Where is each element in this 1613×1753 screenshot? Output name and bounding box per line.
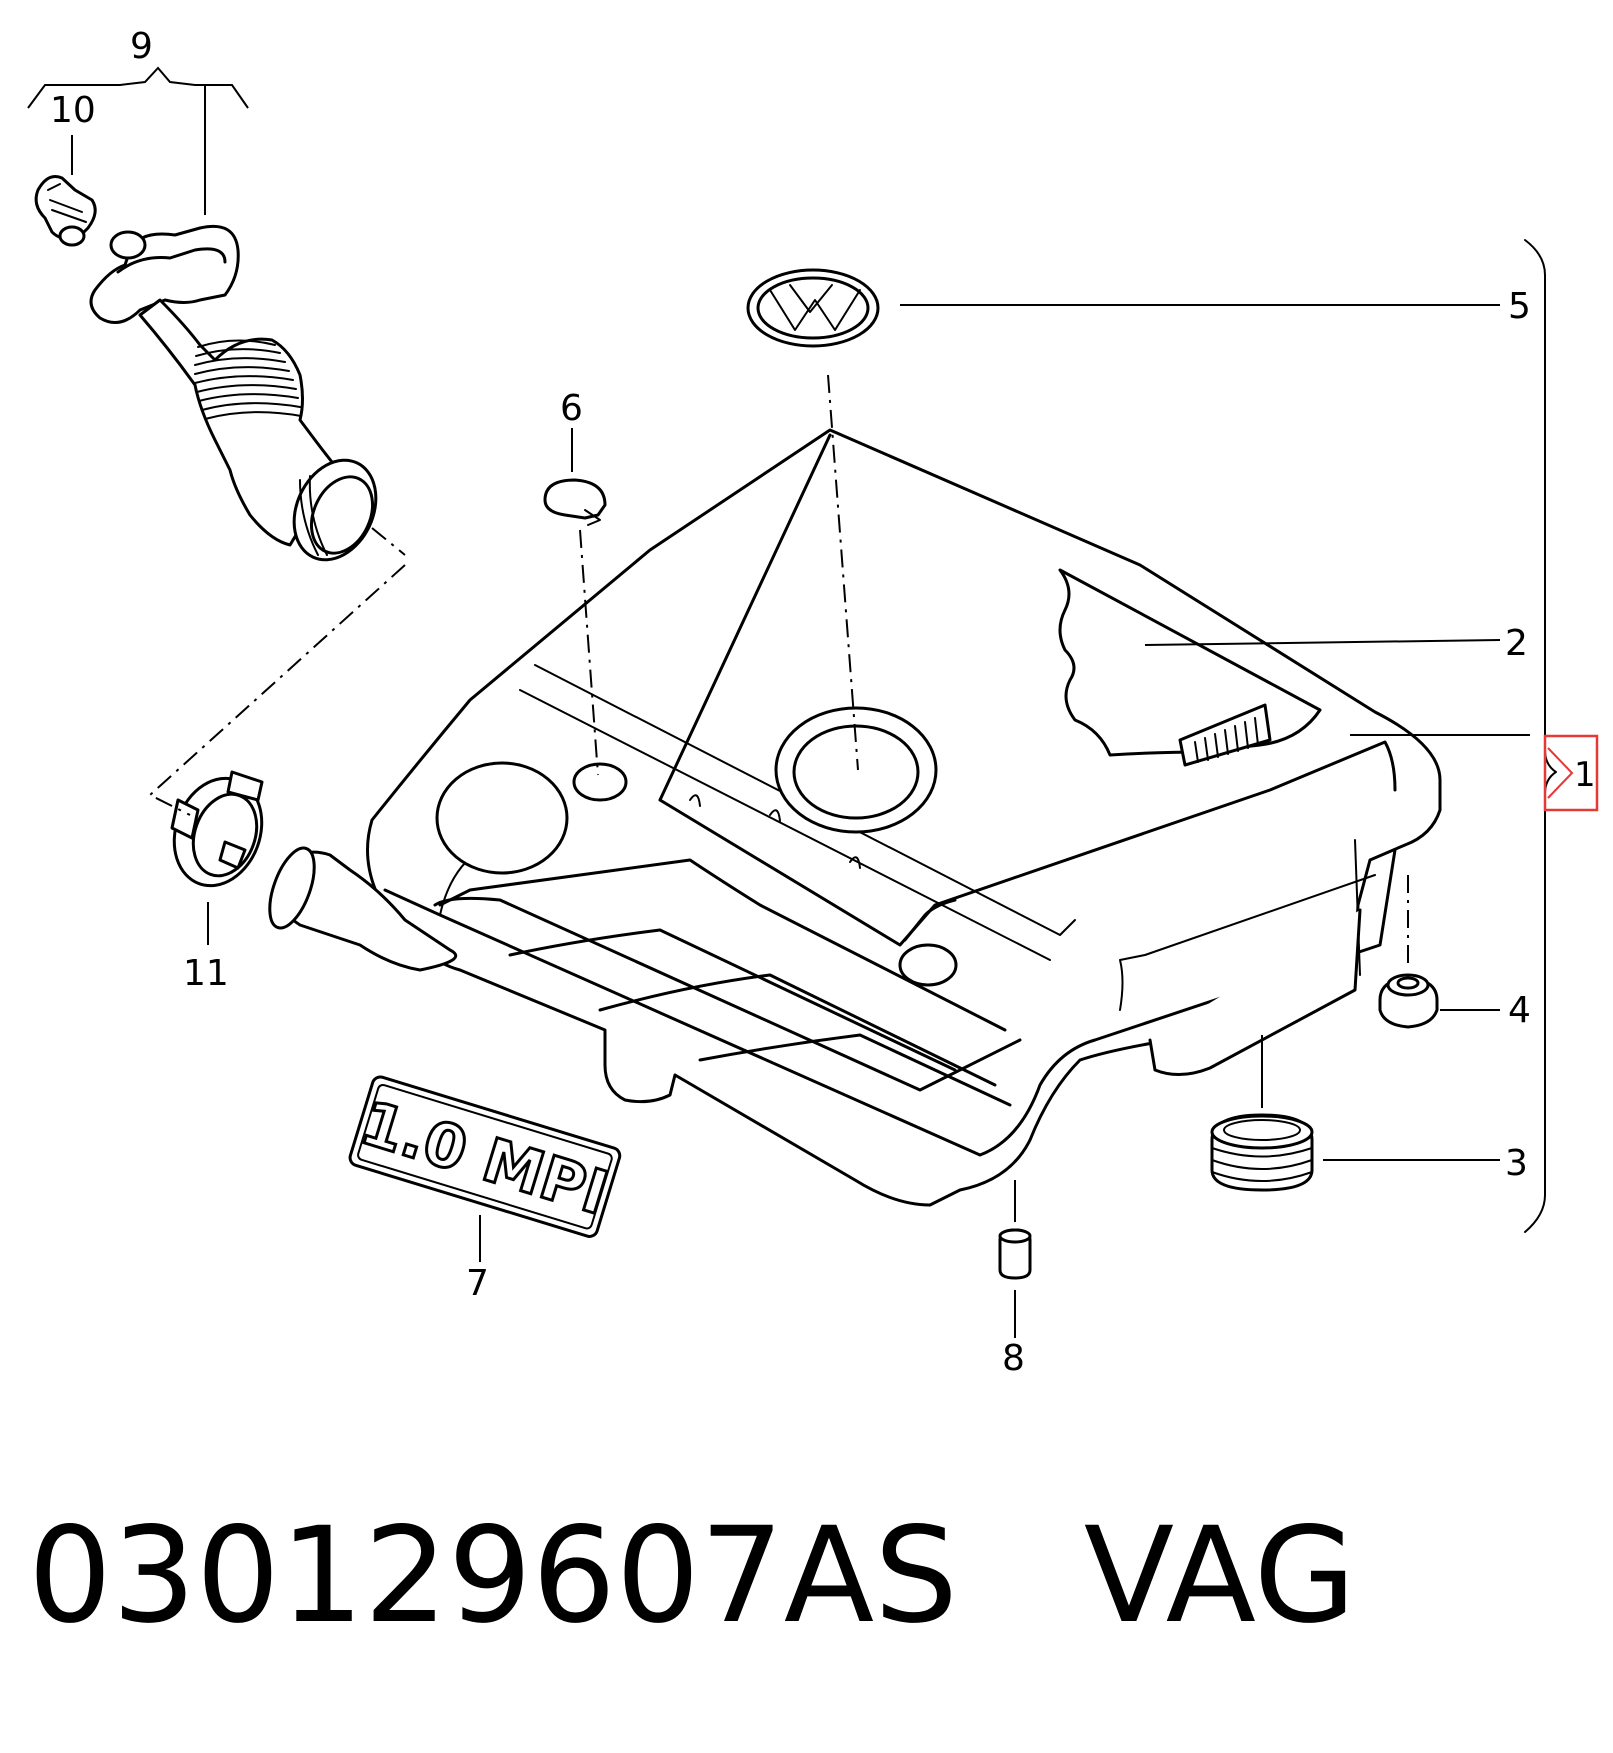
callout-3: 3	[1505, 1143, 1528, 1184]
spacer-sleeve	[998, 1228, 1032, 1280]
highlight-box	[1543, 734, 1599, 812]
assembly-lines	[148, 374, 1409, 965]
air-intake-hose	[89, 224, 378, 562]
callout-7: 7	[466, 1263, 489, 1304]
engine-badge: 1.0 MPI	[348, 1075, 622, 1238]
callout-6: 6	[560, 388, 583, 429]
rubber-grommet	[1378, 973, 1439, 1029]
callout-10: 10	[50, 90, 96, 131]
leader-lines	[27, 66, 1530, 1338]
callout-9: 9	[130, 26, 153, 67]
highlight-chevron	[1547, 747, 1574, 799]
callout-4: 4	[1508, 990, 1531, 1031]
part-number: 030129607AS	[28, 1499, 958, 1653]
callout-labels: 9 10 5 6 2 11 4 3 7 8	[50, 26, 1531, 1379]
callout-11: 11	[183, 953, 229, 994]
hose-clamp	[170, 770, 264, 888]
brand-name: VAG	[1083, 1499, 1356, 1653]
callout-2: 2	[1505, 623, 1528, 664]
assembly-bracket	[1524, 239, 1557, 1233]
vw-emblem	[746, 268, 880, 348]
engine-cover	[268, 428, 1442, 1207]
callout-1-highlight[interactable]: 1	[1543, 734, 1599, 812]
callout-5: 5	[1508, 286, 1531, 327]
callout-8: 8	[1002, 1338, 1025, 1379]
sensor-plug	[34, 175, 97, 247]
bellows-seal	[1210, 1113, 1314, 1192]
cover-cap	[543, 478, 607, 526]
part-caption: 030129607AS VAG	[28, 1510, 1356, 1642]
callout-1: 1	[1574, 755, 1596, 795]
